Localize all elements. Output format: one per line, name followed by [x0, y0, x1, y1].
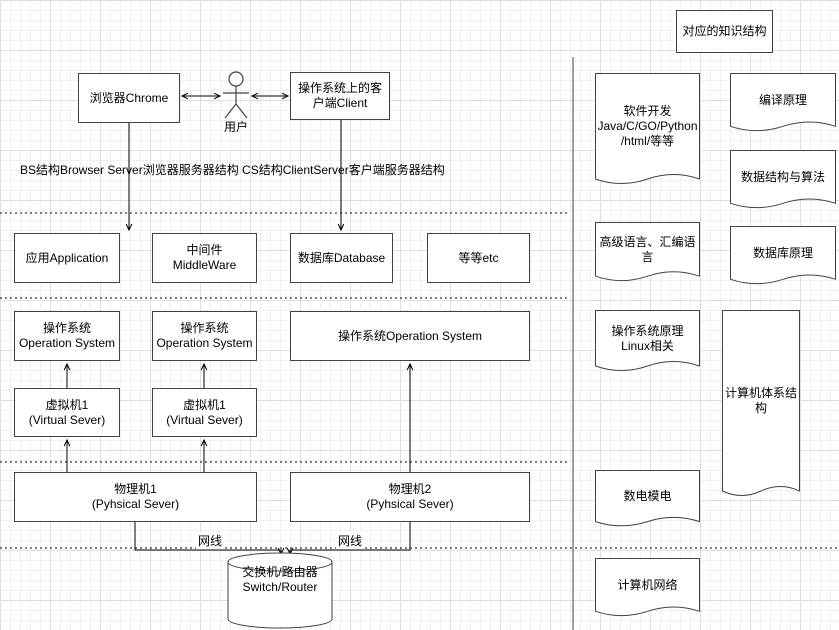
switch-router-label: 交换机/路由器 Switch/Router	[228, 558, 332, 602]
node-database[interactable]: 数据库Database	[290, 233, 393, 283]
doc-computer-architecture-label: 计算机体系结构	[724, 386, 797, 415]
doc-data-structures[interactable]: 数据结构与算法	[730, 150, 836, 212]
doc-digital-analog[interactable]: 数电模电	[595, 470, 700, 530]
doc-data-structures-shape	[730, 150, 836, 209]
node-physical-1-label: 物理机1 (Pyhsical Sever)	[91, 482, 180, 511]
node-etc[interactable]: 等等etc	[427, 233, 530, 283]
node-os-2[interactable]: 操作系统 Operation System	[152, 311, 257, 361]
node-physical-2[interactable]: 物理机2 (Pyhsical Sever)	[290, 472, 530, 522]
doc-high-level-language-label: 高级语言、汇编语言	[599, 234, 696, 264]
doc-digital-analog-shape	[595, 470, 700, 527]
doc-computer-networks[interactable]: 计算机网络	[595, 558, 700, 620]
node-browser-chrome[interactable]: 浏览器Chrome	[78, 73, 180, 123]
switch-router-text: 交换机/路由器 Switch/Router	[242, 565, 318, 594]
doc-computer-architecture[interactable]: 计算机体系结构	[722, 310, 800, 500]
node-os-client-label: 操作系统上的客户端Client	[297, 81, 382, 110]
node-vm-2-label: 虚拟机1 (Virtual Sever)	[166, 397, 243, 427]
doc-os-principles[interactable]: 操作系统原理 Linux相关	[595, 310, 700, 375]
cable-label-2: 网线	[336, 532, 365, 549]
bs-cs-caption: BS结构Browser Server浏览器服务器结构 CS结构ClientSer…	[20, 163, 445, 177]
node-os-wide-label: 操作系统Operation System	[337, 328, 483, 343]
node-knowledge-title-label: 对应的知识结构	[682, 24, 767, 38]
doc-software-dev[interactable]: 软件开发 Java/C/GO/Python /html/等等	[595, 73, 700, 188]
doc-high-level-language-shape	[595, 222, 700, 282]
doc-database-principles-label: 数据库原理	[752, 245, 813, 260]
doc-computer-networks-label: 计算机网络	[617, 577, 678, 592]
cable-label-1: 网线	[196, 532, 225, 549]
doc-database-principles[interactable]: 数据库原理	[730, 226, 836, 288]
node-knowledge-title[interactable]: 对应的知识结构	[676, 10, 773, 53]
node-etc-label: 等等etc	[458, 250, 499, 265]
doc-data-structures-label: 数据结构与算法	[740, 169, 825, 184]
node-database-label: 数据库Database	[297, 250, 386, 265]
doc-computer-architecture-shape	[722, 310, 800, 496]
node-vm-1[interactable]: 虚拟机1 (Virtual Sever)	[14, 388, 120, 437]
node-vm-1-label: 虚拟机1 (Virtual Sever)	[28, 397, 106, 427]
node-os-wide[interactable]: 操作系统Operation System	[290, 311, 530, 361]
node-application[interactable]: 应用Application	[14, 233, 120, 283]
node-vm-2[interactable]: 虚拟机1 (Virtual Sever)	[152, 388, 257, 437]
node-middleware-label: 中间件MiddleWare	[172, 243, 237, 272]
node-os-1[interactable]: 操作系统 Operation System	[14, 311, 120, 361]
node-middleware[interactable]: 中间件MiddleWare	[152, 233, 257, 283]
switch-router-shape[interactable]	[227, 552, 333, 629]
doc-os-principles-shape	[595, 310, 700, 371]
node-os-2-label: 操作系统 Operation System	[156, 321, 253, 350]
doc-software-dev-label: 软件开发 Java/C/GO/Python /html/等等	[597, 104, 698, 148]
doc-computer-networks-shape	[595, 558, 700, 617]
doc-os-principles-label: 操作系统原理 Linux相关	[611, 323, 684, 353]
node-physical-2-label: 物理机2 (Pyhsical Sever)	[366, 482, 454, 511]
node-physical-1[interactable]: 物理机1 (Pyhsical Sever)	[14, 472, 257, 522]
doc-compiler-principles-label: 编译原理	[758, 92, 807, 107]
user-actor-icon[interactable]	[223, 71, 249, 119]
node-os-client[interactable]: 操作系统上的客户端Client	[290, 72, 390, 120]
node-application-label: 应用Application	[25, 250, 109, 265]
doc-database-principles-shape	[730, 226, 836, 285]
user-actor-label: 用户	[223, 120, 248, 134]
doc-digital-analog-label: 数电模电	[623, 488, 672, 503]
doc-software-dev-shape	[595, 73, 700, 184]
node-browser-chrome-label: 浏览器Chrome	[89, 90, 169, 105]
doc-compiler-principles[interactable]: 编译原理	[730, 73, 836, 135]
node-os-1-label: 操作系统 Operation System	[18, 321, 116, 350]
doc-high-level-language[interactable]: 高级语言、汇编语言	[595, 222, 700, 285]
doc-compiler-principles-shape	[730, 73, 836, 132]
